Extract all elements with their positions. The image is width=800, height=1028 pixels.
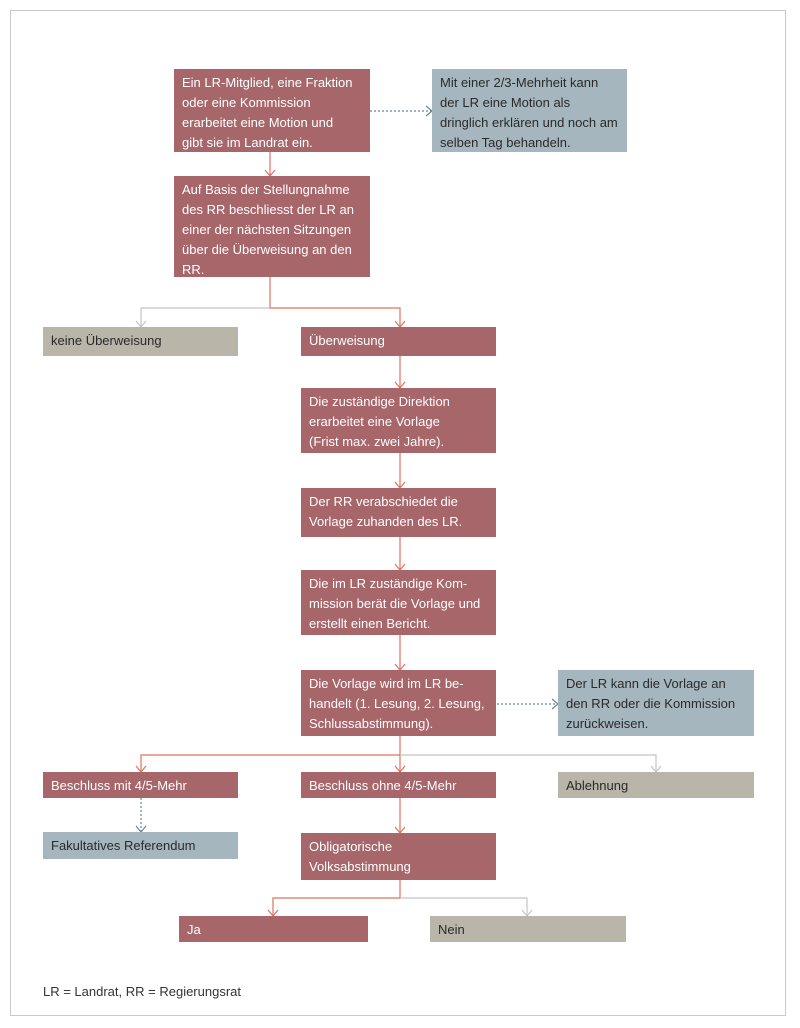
connector-to-ablehnung [400,754,657,772]
node-ueberweisung: Überweisung [301,327,496,356]
node-nein: Nein [430,916,626,942]
node-kommission-beraet: Die im LR zuständige Kom- mission berät … [301,570,496,635]
node-ablehnung: Ablehnung [558,772,754,798]
connector-stellungnahme-to-ueberweisung [269,277,401,327]
connector-to-nein [400,897,528,916]
connector-lr-to-beschluss-mit [140,736,401,772]
connector-obligatorisch-to-ja [272,880,401,916]
legend: LR = Landrat, RR = Regierungsrat [43,984,241,999]
node-fakultativ: Fakultatives Referendum [43,832,238,859]
node-lr-behandelt: Die Vorlage wird im LR be- handelt (1. L… [301,670,496,736]
node-keine-ueberweisung: keine Überweisung [43,327,238,356]
node-obligatorisch: Obligatorische Volksabstimmung [301,833,496,880]
node-zurueckweisen: Der LR kann die Vorlage an den RR oder d… [558,670,754,736]
node-motion-einreichen: Ein LR-Mitglied, eine Fraktion oder eine… [174,69,370,152]
node-beschluss-ohne: Beschluss ohne 4/5-Mehr [301,772,496,798]
node-vorlage-erarbeiten: Die zuständige Direktion erarbeitet eine… [301,388,496,453]
node-ja: Ja [179,916,368,942]
connector-to-keine-ueberweisung [140,307,270,327]
node-stellungnahme: Auf Basis der Stellungnahme des RR besch… [174,176,370,277]
node-beschluss-mit: Beschluss mit 4/5-Mehr [43,772,238,798]
diagram-frame [10,10,786,1016]
node-rr-verabschiedet: Der RR verabschiedet die Vorlage zuhande… [301,488,496,537]
node-dringlich: Mit einer 2/3-Mehrheit kann der LR eine … [432,69,627,152]
